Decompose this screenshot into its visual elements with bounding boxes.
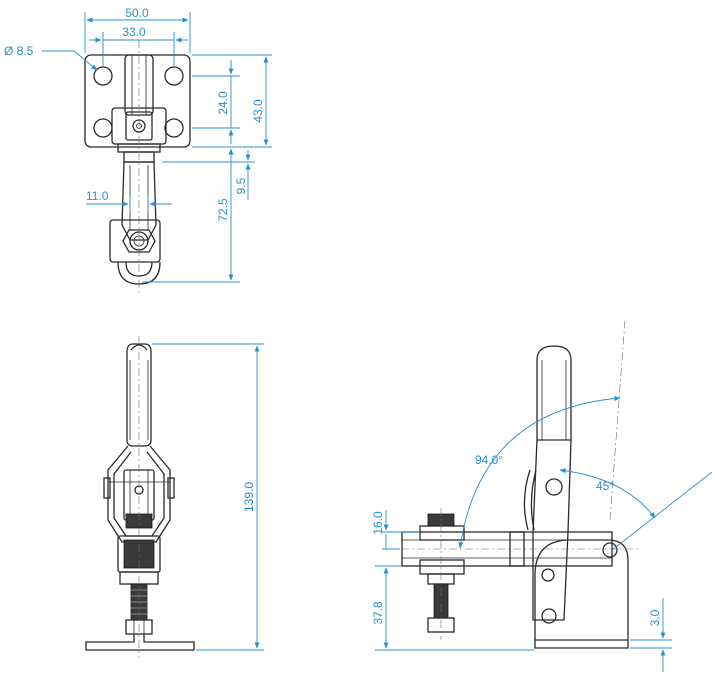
dim-spindle-height: 37.8 — [371, 601, 385, 625]
dim-base-thickness: 3.0 — [648, 609, 662, 626]
dim-offset: 9.5 — [234, 177, 248, 194]
front-view-dimensions: 139.0 — [152, 343, 264, 651]
dim-total-height: 139.0 — [242, 482, 256, 512]
dim-hole-diameter: Ø 8.5 — [4, 44, 34, 58]
dim-spindle-width: 11.0 — [86, 189, 109, 203]
dim-open-angle: 94.0° — [475, 453, 503, 467]
dim-arm-thickness: 16.0 — [371, 511, 385, 535]
dim-reach: 72.5 — [216, 198, 230, 222]
top-view-dimensions: 50.0 33.0 Ø 8.5 24.0 43.0 9.5 72.5 — [4, 6, 272, 283]
dim-top-width: 50.0 — [125, 6, 149, 20]
dim-base-height: 43.0 — [251, 99, 265, 123]
side-view-dimensions: 94.0° 45° 16.0 37.8 3.0 — [371, 395, 713, 672]
dim-handle-angle: 45° — [596, 479, 614, 493]
dim-hole-spacing-y: 24.0 — [216, 91, 230, 115]
front-view — [85, 336, 195, 658]
top-view — [84, 40, 191, 292]
dim-hole-spacing-x: 33.0 — [122, 25, 146, 39]
